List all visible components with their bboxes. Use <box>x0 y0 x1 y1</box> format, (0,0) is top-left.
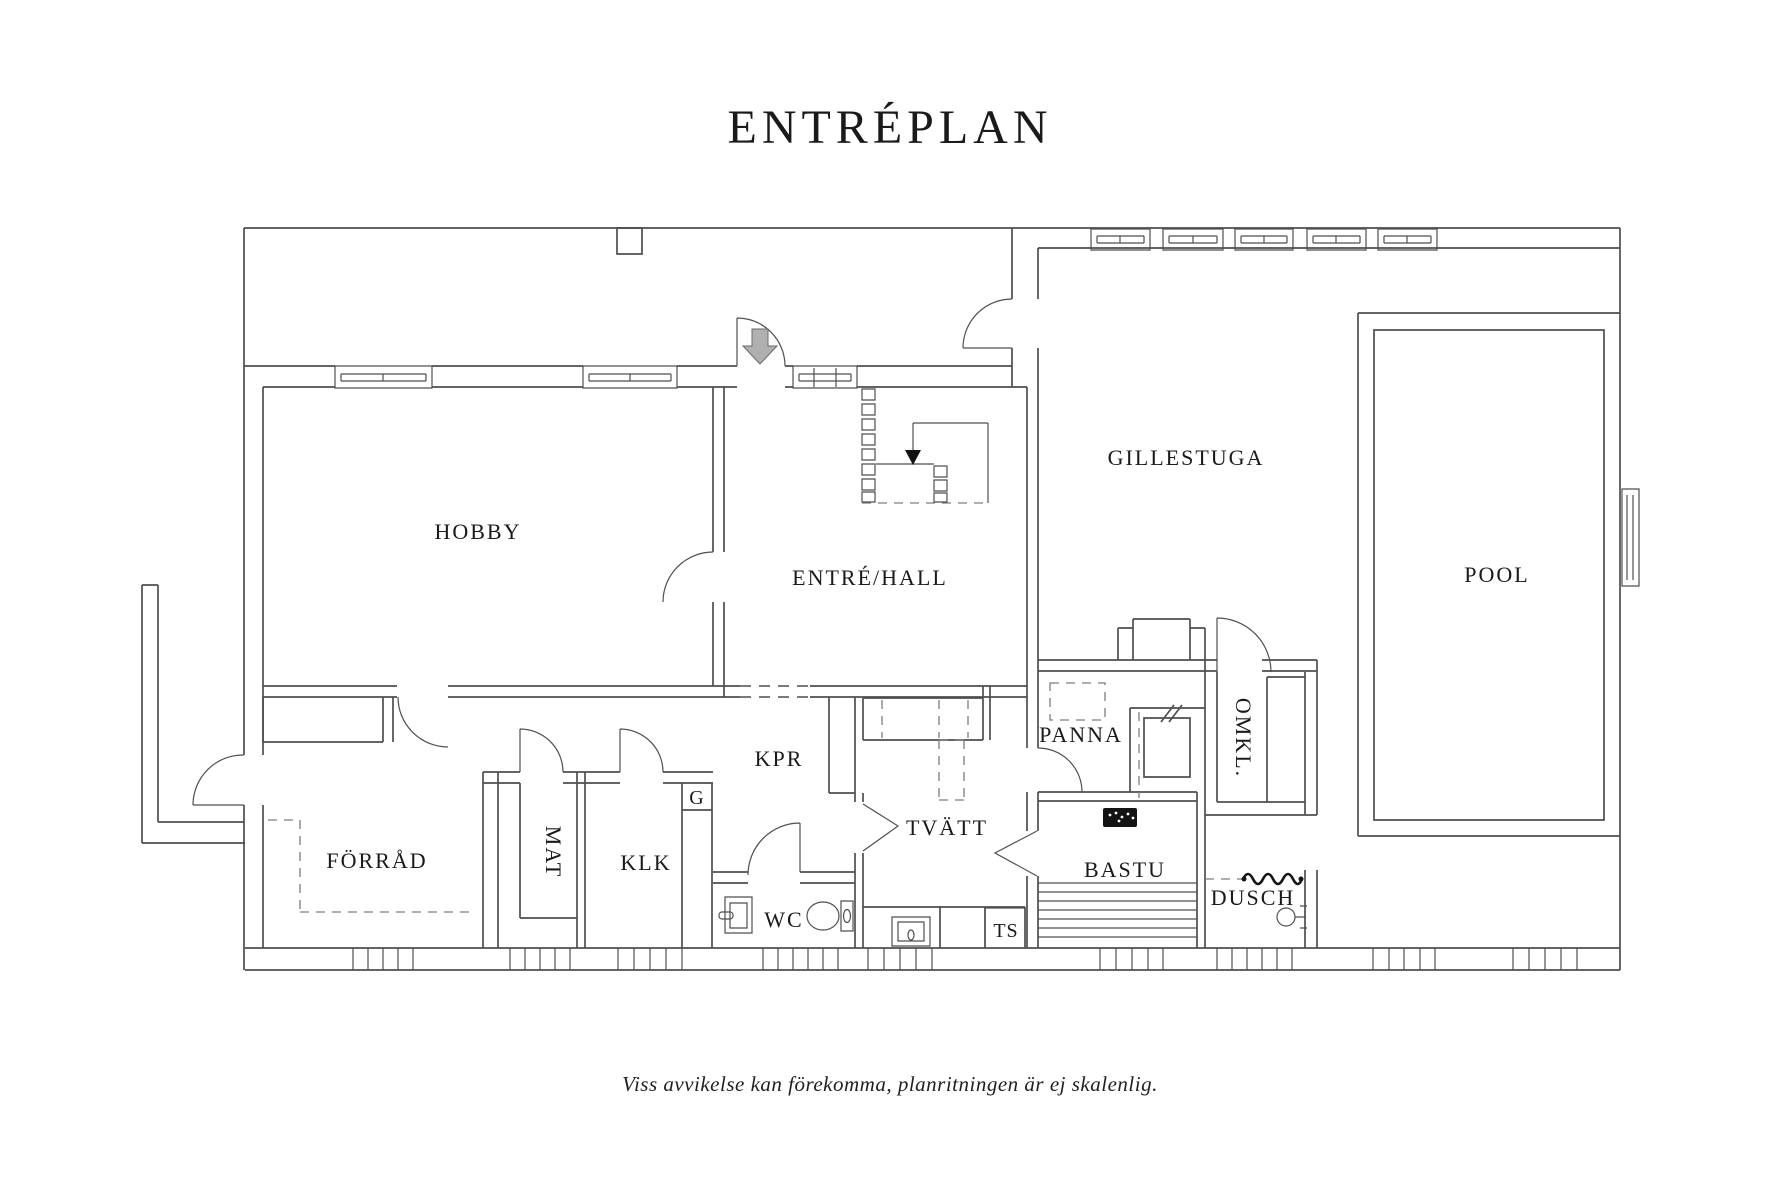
foundation-hatching <box>352 948 1578 970</box>
room-label-forrad: FÖRRÅD <box>326 848 427 873</box>
room-label-klk: KLK <box>620 850 671 875</box>
exterior-stair-wall <box>141 584 245 844</box>
staircase <box>861 388 989 503</box>
interior-walls <box>244 228 1620 948</box>
stairs-down-arrow-icon <box>905 450 921 465</box>
mat-closet-door <box>519 728 564 773</box>
room-label-panna: PANNA <box>1039 722 1123 747</box>
cased-opening <box>740 685 810 698</box>
forrad-exterior-door <box>192 754 245 806</box>
room-label-bastu: BASTU <box>1084 857 1166 882</box>
room-labels: HOBBY ENTRÉ/HALL GILLESTUGA POOL FÖRRÅD … <box>326 445 1529 942</box>
shower-icon <box>1276 905 1307 929</box>
sauna-heater-icon <box>1103 808 1137 827</box>
gillestuga-hall-door <box>962 298 1013 349</box>
bastu-swing-door <box>993 830 1038 877</box>
sink-icon <box>718 896 753 934</box>
room-label-kpr: KPR <box>755 746 804 771</box>
panna-door <box>1037 747 1083 793</box>
window-icon <box>792 365 858 389</box>
tvatt-swing-door <box>862 803 900 852</box>
forrad-storage-outline <box>268 819 473 913</box>
window-icon <box>1621 488 1640 587</box>
chimney-top-square <box>616 227 643 255</box>
room-label-mat: MAT <box>541 826 566 878</box>
window-icon <box>1377 228 1438 251</box>
room-label-wc: WC <box>764 907 803 932</box>
stair-treads <box>861 388 948 503</box>
room-label-entre-hall: ENTRÉ/HALL <box>792 565 948 590</box>
hobby-door <box>662 551 714 603</box>
fixtures <box>718 328 1307 948</box>
window-icon <box>582 365 678 389</box>
room-label-hobby: HOBBY <box>434 519 521 544</box>
window-icon <box>1090 228 1151 251</box>
ts-compartment <box>984 907 1025 948</box>
dashed-elements <box>268 502 1243 913</box>
window-icon <box>334 365 433 389</box>
room-label-pool: POOL <box>1464 562 1529 587</box>
hall-corridor-door <box>397 696 449 748</box>
disclaimer-text: Viss avvikelse kan förekomma, planritnin… <box>622 1072 1158 1096</box>
room-label-dusch: DUSCH <box>1211 885 1296 910</box>
panna-equipment-outline <box>1049 682 1106 721</box>
room-label-tvatt: TVÄTT <box>906 815 988 840</box>
klk-closet-door <box>619 728 664 773</box>
pool-basin <box>1357 312 1620 837</box>
sauna-benches <box>1038 882 1197 938</box>
room-label-gillestuga: GILLESTUGA <box>1108 445 1265 470</box>
window-icon <box>1234 228 1294 251</box>
window-icon <box>1306 228 1367 251</box>
windows <box>334 228 1640 587</box>
room-label-ts: TS <box>993 920 1018 942</box>
room-label-omkl: OMKL. <box>1231 698 1256 778</box>
tvatt-appliance-outline <box>881 700 969 801</box>
toilet-icon <box>806 900 854 932</box>
omkl-door <box>1216 617 1272 673</box>
entry-arrow-icon <box>741 328 779 365</box>
entrance-door <box>736 317 786 367</box>
wc-door <box>747 822 801 876</box>
doors <box>192 298 1272 877</box>
shower-curtain-icon <box>1241 872 1304 886</box>
washing-machine-icon <box>891 916 931 947</box>
room-label-garderob: G <box>689 787 704 809</box>
page-title: ENTRÉPLAN <box>727 101 1053 154</box>
window-icon <box>1162 228 1224 251</box>
